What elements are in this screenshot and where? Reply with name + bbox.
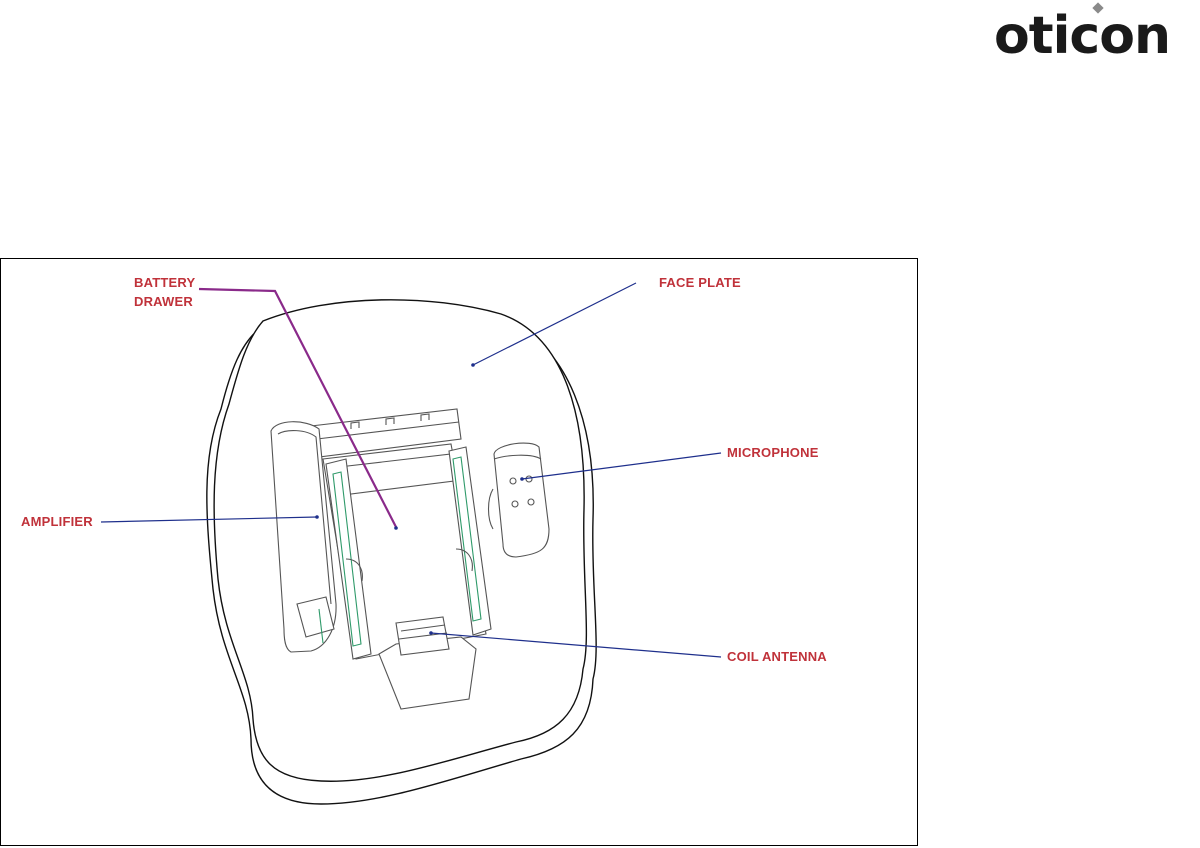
battery-drawer-point (394, 526, 398, 530)
logo-wordmark: oticon (994, 6, 1170, 64)
label-coil-antenna: COIL ANTENNA (727, 647, 827, 666)
label-amplifier: AMPLIFIER (21, 512, 93, 531)
label-face-plate: FACE PLATE (659, 273, 741, 292)
amplifier-point (315, 515, 319, 519)
label-battery-drawer: BATTERY DRAWER (134, 273, 195, 311)
diagram-frame: BATTERY DRAWER FACE PLATE MICROPHONE AMP… (0, 258, 918, 846)
hearing-aid-diagram (1, 259, 919, 847)
face-plate-point (471, 363, 475, 367)
oticon-logo: oticon (990, 0, 1200, 64)
coil-antenna-point (429, 631, 433, 635)
label-microphone: MICROPHONE (727, 443, 819, 462)
microphone-point (520, 477, 524, 481)
